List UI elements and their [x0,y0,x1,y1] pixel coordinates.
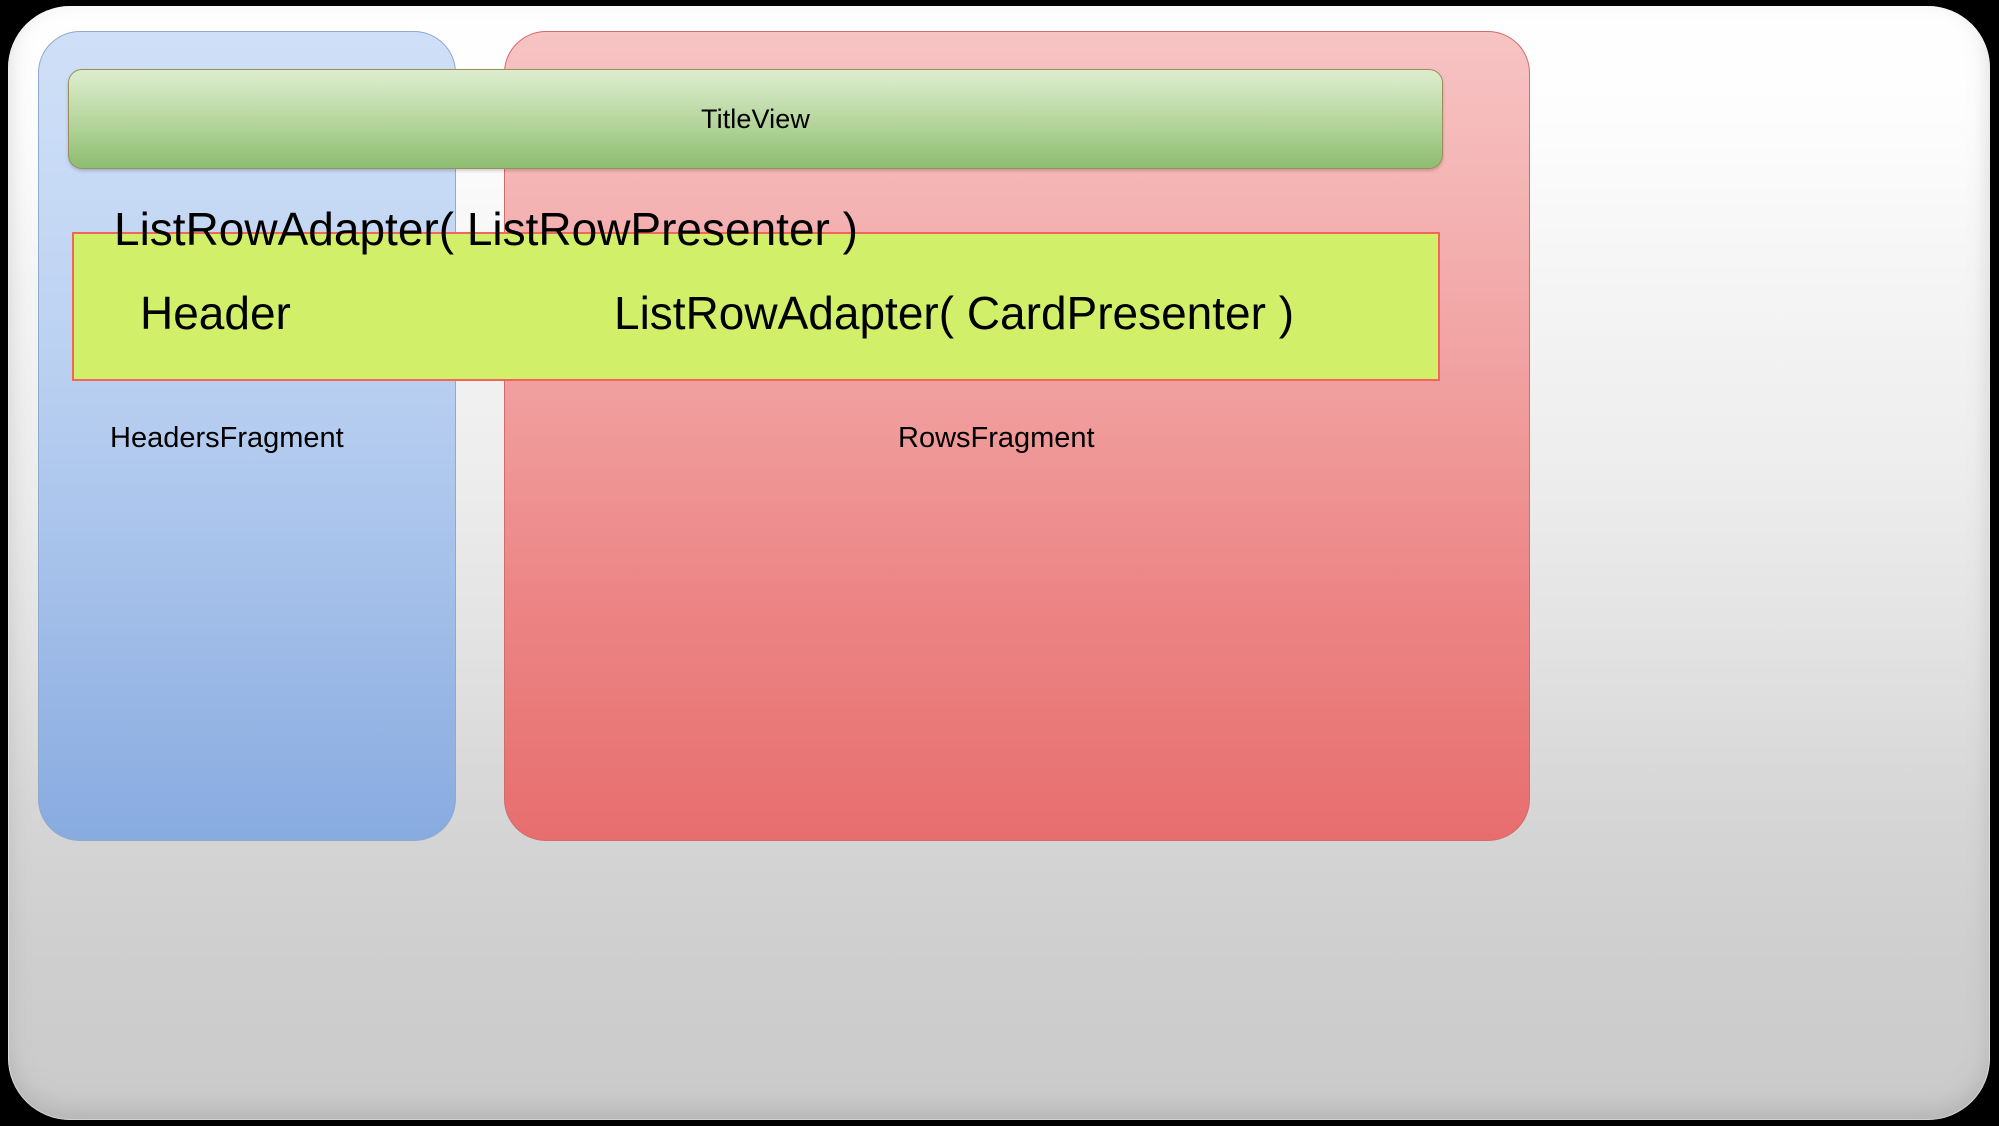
list-row-adapter-list-row-presenter-label: ListRowAdapter( ListRowPresenter ) [114,203,858,255]
list-row-adapter-box[interactable] [72,232,1440,381]
header-label: Header [140,287,291,339]
list-row-adapter-card-presenter-label: ListRowAdapter( CardPresenter ) [614,287,1295,339]
title-view-bar[interactable]: TitleView [68,69,1443,169]
headers-fragment-label: HeadersFragment [110,422,344,454]
rows-fragment-label: RowsFragment [898,422,1095,454]
title-view-label: TitleView [701,103,810,134]
